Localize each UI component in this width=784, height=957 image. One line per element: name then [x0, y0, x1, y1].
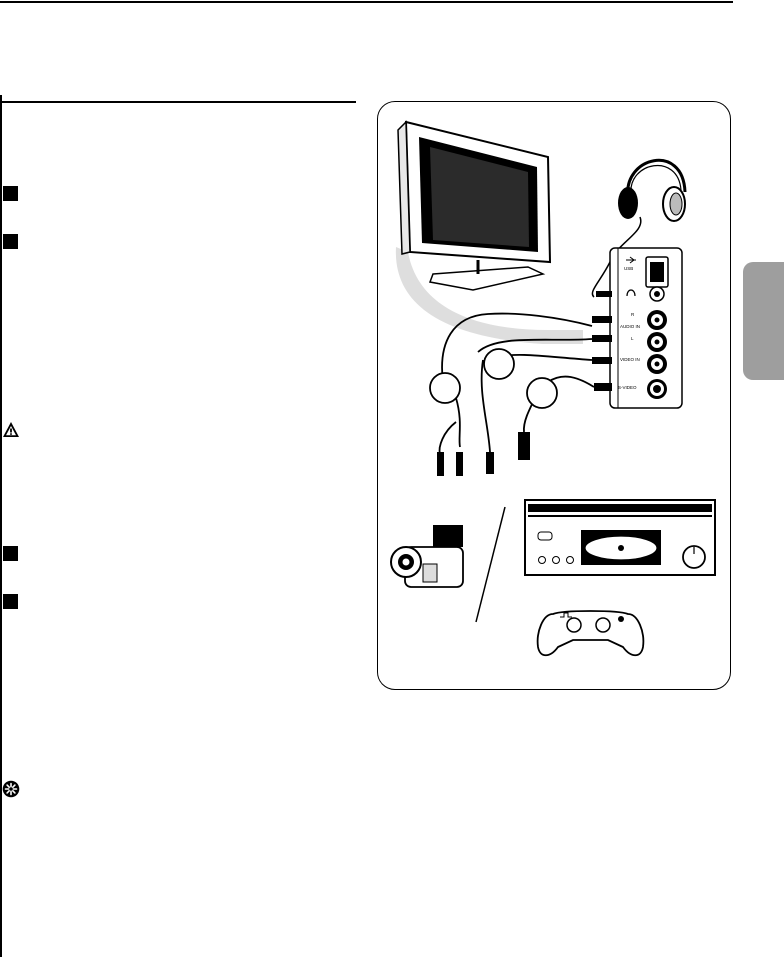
- usb-label: USB: [624, 266, 634, 271]
- game-controller-icon: [536, 610, 645, 657]
- top-rule: [0, 1, 733, 3]
- left-margin-bar: [0, 95, 2, 957]
- camcorder-icon: [390, 525, 464, 588]
- step-bullet-3: [3, 546, 18, 561]
- audio-in-label: AUDIO IN: [620, 324, 641, 329]
- dvd-player-icon: [524, 499, 716, 576]
- headphones-icon: [591, 158, 687, 298]
- section-tab: [743, 262, 784, 380]
- connection-illustration-panel: USB R AUDIO IN L VIDEO IN S-VIDEO: [377, 101, 731, 690]
- warning-icon: [3, 422, 19, 437]
- step-bullet-2: [3, 234, 18, 249]
- side-connector-panel: [609, 247, 683, 409]
- cable-connectors: [437, 432, 530, 476]
- divider-line: [475, 506, 506, 623]
- tv-icon: [397, 120, 552, 291]
- connection-diagram: [390, 120, 716, 657]
- audio-l-label: L: [631, 336, 634, 341]
- step-markers: [429, 348, 558, 409]
- audio-r-label: R: [631, 312, 635, 317]
- video-in-label: VIDEO IN: [620, 357, 640, 362]
- tip-icon: [2, 780, 20, 798]
- step-bullet-1: [3, 186, 18, 201]
- swoosh-shape: [395, 247, 583, 344]
- column-header-rule: [0, 101, 356, 103]
- cable-plugs: [592, 291, 612, 391]
- step-bullet-4: [3, 594, 18, 609]
- svideo-label: S-VIDEO: [618, 385, 637, 390]
